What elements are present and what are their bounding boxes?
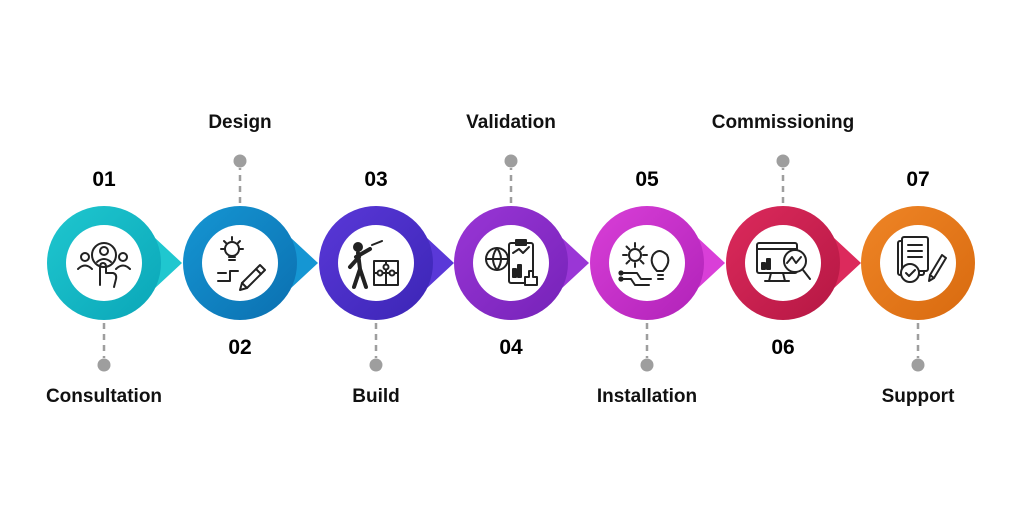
step-inner-circle: [473, 225, 549, 301]
step-arrow: [833, 237, 861, 289]
step-label-build: Build: [352, 386, 400, 407]
step-number-02: 02: [228, 336, 252, 359]
step-label-validation: Validation: [466, 112, 556, 133]
commissioning-monitor-magnifier-icon: [756, 242, 811, 282]
step-number-04: 04: [499, 336, 523, 359]
step-inner-circle: [609, 225, 685, 301]
connector-dot: [504, 154, 518, 168]
step-arrow: [561, 237, 589, 289]
step-number-01: 01: [92, 168, 116, 191]
step-number-07: 07: [906, 168, 930, 191]
build-puzzle-icon: [348, 240, 399, 289]
step-label-installation: Installation: [596, 386, 698, 407]
step-arrow: [290, 237, 318, 289]
connector-dot: [911, 358, 925, 372]
step-label-consultation: Consultation: [45, 386, 163, 407]
connector-dot: [233, 154, 247, 168]
step-arrow: [154, 237, 182, 289]
support-document-icon: [897, 236, 947, 283]
step-number-06: 06: [771, 336, 795, 359]
connector-dot: [776, 154, 790, 168]
installation-gear-bulb-icon: [618, 242, 670, 286]
design-lightbulb-pencil-icon: [217, 236, 266, 291]
step-label-commissioning: Commissioning: [711, 112, 855, 133]
connector-dot: [640, 358, 654, 372]
step-arrow: [697, 237, 725, 289]
step-label-support: Support: [881, 386, 955, 407]
step-arrow: [426, 237, 454, 289]
step-inner-circle: [338, 225, 414, 301]
connector-dot: [97, 358, 111, 372]
step-number-05: 05: [635, 168, 659, 191]
connector-dot: [369, 358, 383, 372]
step-label-design: Design: [208, 112, 272, 133]
step-number-03: 03: [364, 168, 388, 191]
validation-report-icon: [485, 239, 538, 286]
consultation-touch-icon: [77, 242, 131, 288]
